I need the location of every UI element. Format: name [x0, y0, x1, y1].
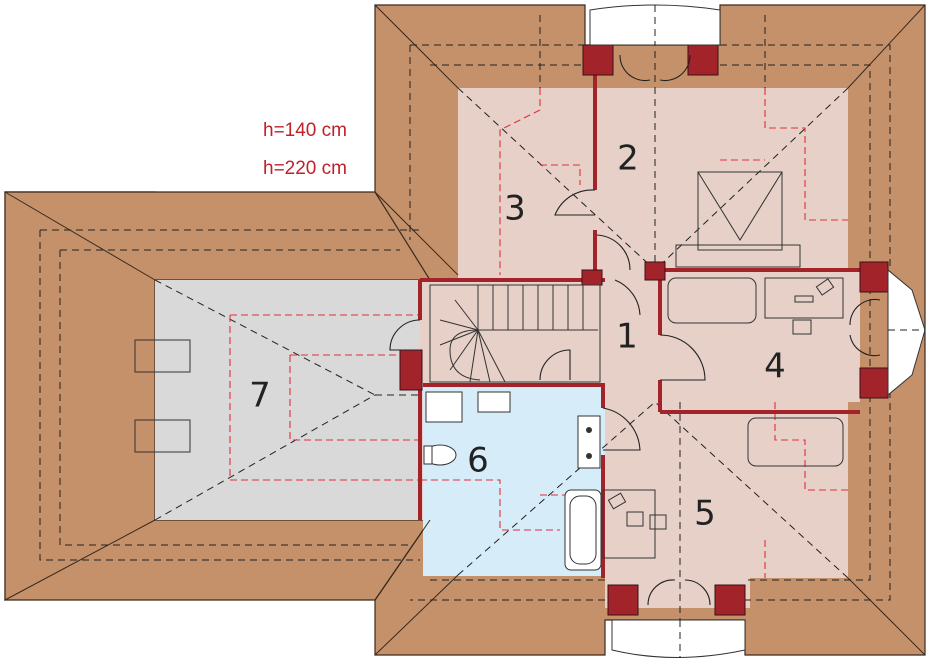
legend-h220: h=220 cm: [263, 158, 347, 179]
room-label-3: 3: [504, 189, 526, 229]
height-legend: h=140 cm h=220 cm: [263, 120, 347, 179]
legend-h140: h=140 cm: [263, 120, 347, 141]
furniture: [134, 171, 844, 559]
attic-floor: [155, 280, 423, 520]
stairs: [429, 284, 601, 383]
room-label-7: 7: [249, 376, 271, 416]
floor-areas: [155, 88, 860, 608]
height-lines-220: [39, 15, 891, 650]
room-label-5: 5: [694, 494, 716, 534]
room-label-1: 1: [616, 317, 638, 357]
room-label-6: 6: [467, 441, 489, 481]
room-label-2: 2: [617, 139, 639, 179]
bathroom-fixtures: [423, 391, 602, 571]
roof-hip-lines: [4, 4, 926, 656]
windows: [589, 4, 926, 658]
walls: [399, 44, 889, 616]
room-labels: 1 2 3 4 5 6 7: [249, 139, 786, 534]
doors: [389, 54, 881, 606]
room-label-4: 4: [764, 347, 786, 387]
height-lines-140: [229, 88, 848, 578]
